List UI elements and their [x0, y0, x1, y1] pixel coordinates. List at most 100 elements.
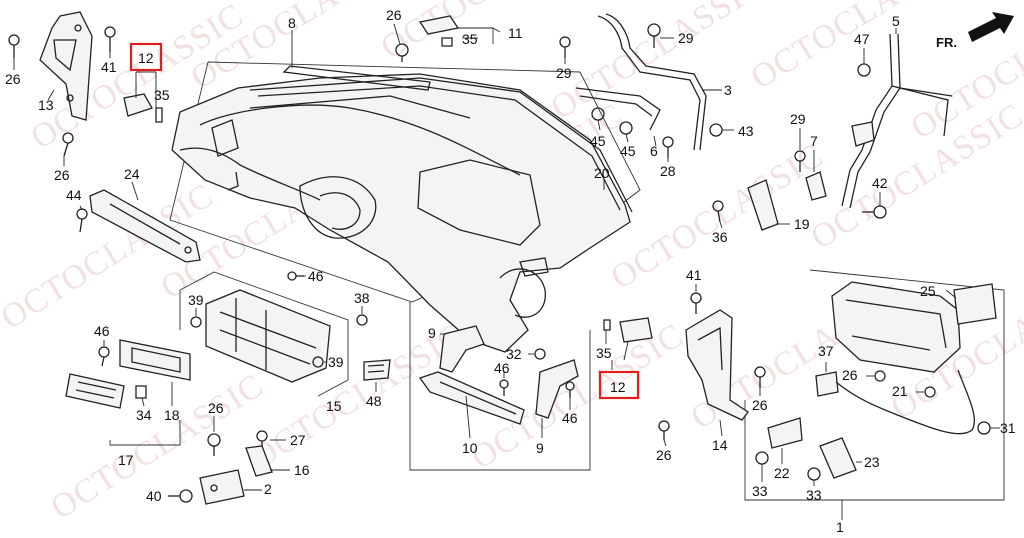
callout-1: 1	[836, 519, 844, 535]
callout-32: 32	[506, 346, 522, 362]
callout-46: 46	[562, 410, 578, 426]
callout-40: 40	[146, 488, 162, 504]
callout-35: 35	[462, 31, 478, 47]
callout-25: 24	[124, 166, 140, 182]
highlight-box-12-upper	[129, 42, 163, 72]
clip-35-a	[155, 107, 163, 123]
callout-45: 45	[620, 143, 636, 159]
callout-39: 39	[188, 292, 204, 308]
callout-46: 46	[494, 360, 510, 376]
bolt-27-a	[8, 34, 20, 58]
callout-39: 39	[328, 354, 344, 370]
callout-38: 38	[354, 290, 370, 306]
bolt-46-a	[287, 271, 304, 281]
callout-12: 12	[138, 50, 154, 66]
callout-18: 18	[164, 407, 180, 423]
harness	[835, 369, 976, 435]
callout-29: 29	[556, 65, 572, 81]
frame-assembly-15	[179, 271, 349, 397]
nut-31	[977, 421, 991, 435]
panel-17	[65, 373, 125, 409]
callout-30: 28	[660, 163, 676, 179]
callout-31: 31	[1000, 420, 1016, 436]
airbag-module	[831, 281, 961, 373]
callout-33: 33	[752, 483, 768, 499]
callout-14: 14	[712, 437, 728, 453]
front-direction-arrow	[968, 12, 1014, 42]
clip-26	[874, 370, 886, 382]
callout-46: 46	[308, 268, 324, 284]
callout-29: 29	[678, 30, 694, 46]
front-direction-label: FR.	[936, 35, 957, 50]
callout-2: 2	[264, 481, 272, 497]
callout-9: 9	[536, 440, 544, 456]
bracket-14	[685, 309, 749, 421]
callout-34: 34	[136, 407, 152, 423]
callout-41: 41	[686, 267, 702, 283]
bolt-27-e	[754, 366, 766, 388]
bolt-29-b	[647, 23, 661, 48]
callout-13: 13	[38, 97, 54, 113]
callout-16: 16	[294, 462, 310, 478]
callout-3: 3	[724, 82, 732, 98]
bracket-5	[841, 33, 953, 209]
bracket-22	[767, 417, 803, 449]
callout-24: 25	[920, 283, 936, 299]
bracket-25	[89, 189, 201, 263]
callout-17: 17	[118, 452, 134, 468]
callout-36: 36	[712, 229, 728, 245]
bracket-13	[39, 11, 93, 121]
stay-10	[418, 371, 525, 425]
callout-27: 26	[208, 400, 224, 416]
callout-41: 41	[101, 59, 117, 75]
bolt-27-f	[658, 420, 670, 440]
bolt-27-c	[395, 43, 409, 62]
radio-bracket-15	[205, 289, 331, 383]
callout-7: 7	[810, 133, 818, 149]
nut-32	[534, 348, 546, 360]
clip-39-a	[190, 316, 202, 328]
callout-45: 45	[590, 133, 606, 149]
bolt-46-b	[98, 346, 110, 367]
bolt-27-d	[207, 433, 221, 456]
callout-35: 35	[154, 87, 170, 103]
leader-lines	[13, 23, 1000, 520]
callout-23: 23	[864, 454, 880, 470]
bolt-36	[712, 200, 724, 223]
bolt-46-c	[499, 379, 509, 396]
callout-21: 21	[892, 383, 908, 399]
callout-11: 11	[508, 25, 523, 41]
bolt-29-a	[559, 36, 571, 58]
callout-22: 22	[774, 465, 790, 481]
callout-27: 26	[386, 7, 402, 23]
callout-35: 35	[596, 345, 612, 361]
emblem-48	[363, 359, 391, 381]
frame-assembly-10	[409, 302, 591, 471]
callout-48: 48	[366, 393, 382, 409]
highlight-box-12-lower	[598, 370, 640, 400]
callout-43: 43	[738, 123, 754, 139]
callout-29: 29	[790, 111, 806, 127]
bolt-46-d	[565, 381, 575, 398]
callout-9: 9	[428, 325, 436, 341]
frame-assembly-1	[744, 269, 1005, 501]
bolt-27-b	[62, 132, 74, 157]
defroster-strip	[282, 65, 431, 91]
bolt-43	[709, 123, 723, 137]
callout-10: 10	[462, 440, 478, 456]
callout-12: 12	[610, 379, 626, 395]
frame-assembly-17	[109, 420, 181, 446]
dashboard-panel	[171, 73, 631, 353]
clip-38	[356, 314, 368, 326]
pipe-6	[597, 13, 707, 151]
bolt-29-c	[794, 150, 806, 172]
clip-35-b	[441, 37, 453, 47]
switch-12-b	[619, 317, 653, 343]
bracket-23	[819, 437, 857, 479]
upper-rail-inner	[257, 85, 621, 211]
bolt-44	[76, 208, 88, 233]
clip-39-b	[312, 356, 324, 368]
clip-7	[805, 171, 827, 201]
clip-21	[924, 386, 936, 398]
